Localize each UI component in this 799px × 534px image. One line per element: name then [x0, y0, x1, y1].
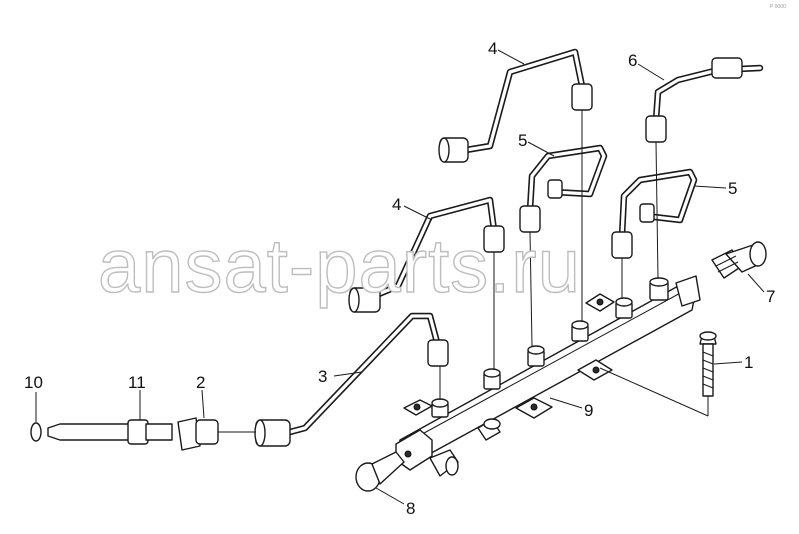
- callout-10: 10: [24, 373, 43, 392]
- callout-4-upper: 4: [488, 39, 497, 58]
- callout-6: 6: [628, 51, 637, 70]
- o-ring: [30, 422, 42, 442]
- callout-4-lower: 4: [392, 195, 401, 214]
- callout-3: 3: [318, 367, 327, 386]
- watermark: ansat-parts.ru: [98, 224, 581, 309]
- rail-plug: [355, 451, 405, 492]
- fuel-rail: [395, 277, 696, 477]
- callout-5-left: 5: [518, 131, 527, 150]
- high-pressure-pipes: [286, 48, 764, 436]
- callout-7: 7: [766, 287, 775, 306]
- rail-ports: [431, 277, 669, 418]
- rail-brackets: [403, 293, 615, 419]
- callout-9: 9: [584, 401, 593, 420]
- injector-assembly: [30, 417, 256, 451]
- pressure-sensor: [675, 241, 767, 307]
- injector-nozzle: [47, 423, 131, 441]
- callouts: 1 2 3 4 4 5 5 6 7 8 9 10 11: [24, 39, 775, 518]
- corner-mark: P 0000: [770, 4, 786, 10]
- pipe-union: [177, 417, 201, 451]
- mounting-bolt: [599, 331, 717, 417]
- callout-8: 8: [406, 499, 415, 518]
- callout-5-right: 5: [728, 179, 737, 198]
- leader-guides: [439, 110, 659, 400]
- callout-11: 11: [128, 373, 146, 392]
- callout-1: 1: [744, 353, 753, 372]
- callout-2: 2: [196, 373, 205, 392]
